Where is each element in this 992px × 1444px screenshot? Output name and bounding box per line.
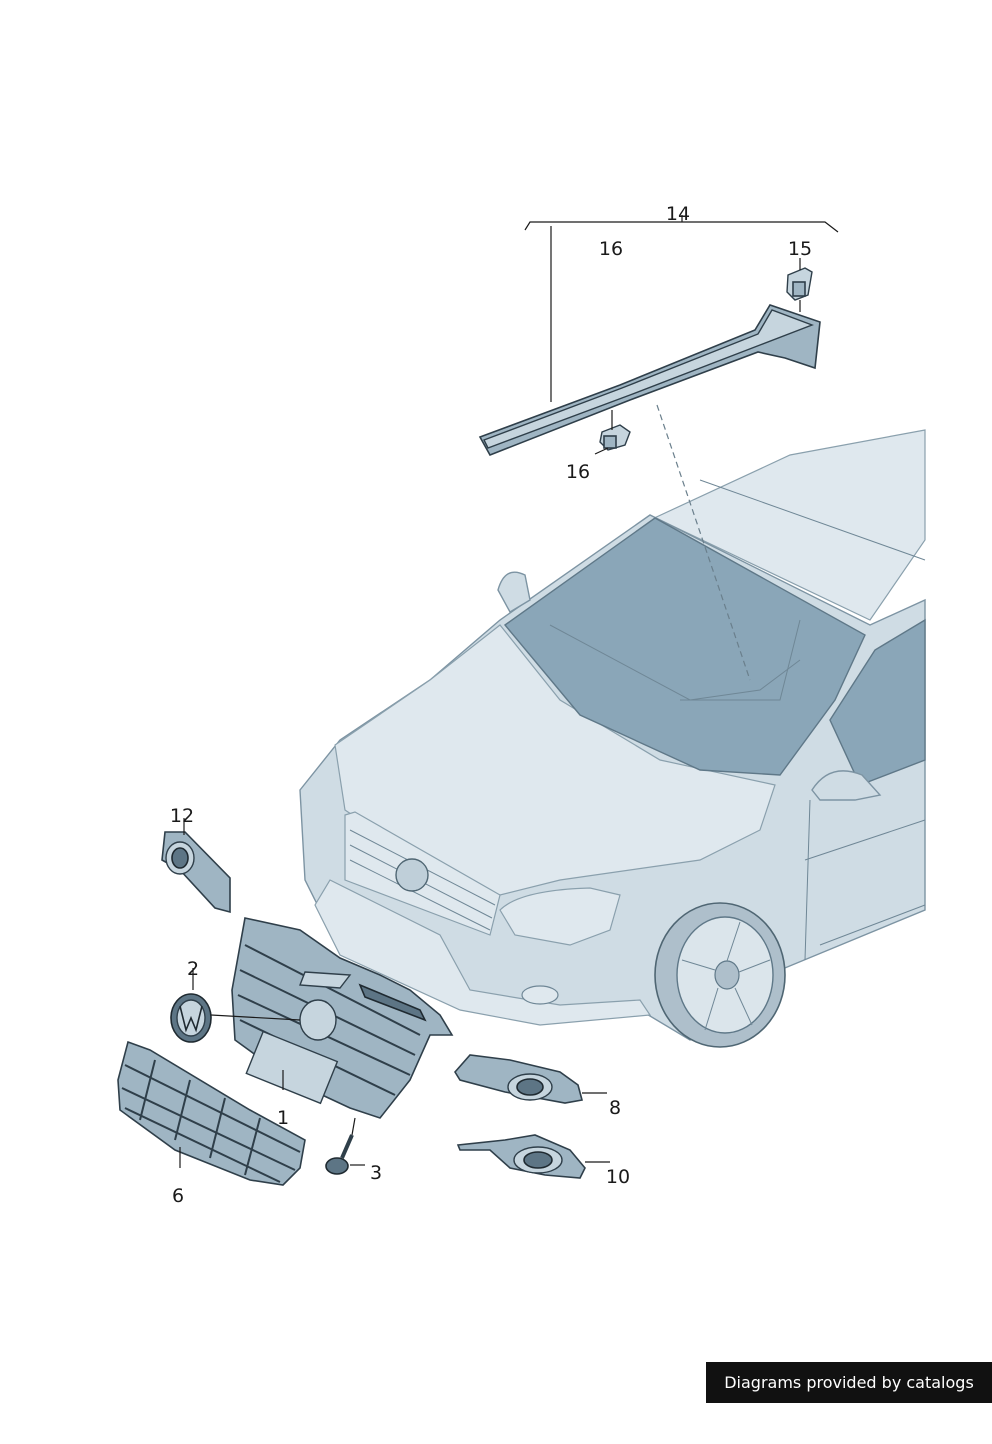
assembly-line-trim <box>656 404 751 681</box>
callout-15: 15 <box>788 238 812 260</box>
part-10-fog-light-grille <box>456 1134 586 1179</box>
part-14-cowl-trim <box>478 304 821 457</box>
car-badge <box>395 858 429 892</box>
left-mirror <box>497 571 531 613</box>
headlight <box>499 887 621 946</box>
windshield <box>503 517 866 776</box>
car-illustration <box>299 429 926 1048</box>
callout-1: 1 <box>277 1107 289 1129</box>
part-8-fog-light-grille <box>454 1054 583 1104</box>
callout-10: 10 <box>606 1166 630 1188</box>
part-1-radiator-grille <box>231 917 454 1119</box>
callout-12: 12 <box>170 805 194 827</box>
front-bumper <box>314 879 652 1026</box>
car-fog-light <box>521 985 559 1005</box>
emblem-mount-line <box>210 1014 301 1021</box>
leader-lines <box>179 215 839 1168</box>
parts-diagram: 1 2 3 6 8 10 12 14 15 16 16 <box>117 203 926 1207</box>
part-15-clip <box>786 267 813 301</box>
callout-16-top: 16 <box>599 238 623 260</box>
right-mirror <box>811 770 882 801</box>
callout-14: 14 <box>666 203 690 225</box>
callout-6: 6 <box>172 1185 184 1207</box>
part-3-screw <box>325 1134 354 1175</box>
diagram-credit-badge: Diagrams provided by catalogs parts <box>706 1362 992 1433</box>
callout-8: 8 <box>609 1097 621 1119</box>
part-12-trim-insert <box>161 831 231 914</box>
part-2-emblem <box>170 993 212 1043</box>
part-16-clip <box>599 424 631 451</box>
callout-2: 2 <box>187 958 199 980</box>
callout-16-bottom: 16 <box>566 461 590 483</box>
part-6-lower-grille <box>117 1040 306 1186</box>
callout-3: 3 <box>370 1162 382 1184</box>
